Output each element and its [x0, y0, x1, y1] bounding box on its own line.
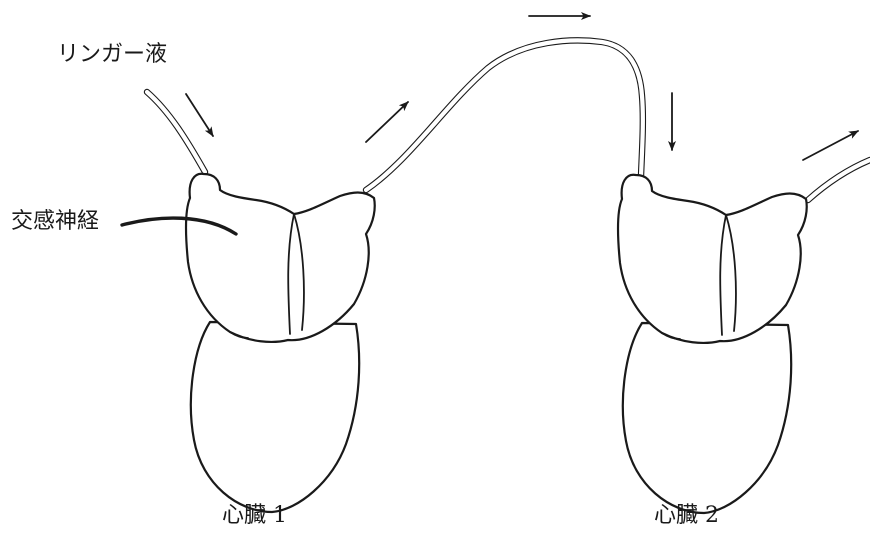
- ringer-solution-label: リンガー液: [57, 44, 167, 66]
- heart-2-label: 心臓 2: [654, 505, 719, 527]
- inflow-arrow: [186, 94, 213, 136]
- heart-2: [618, 175, 807, 513]
- outflow-arrow: [803, 131, 858, 160]
- tube-up-arrow: [366, 102, 408, 142]
- sympathetic-nerve-label: 交感神経: [11, 211, 99, 233]
- heart-1-label: 心臓 1: [222, 505, 287, 527]
